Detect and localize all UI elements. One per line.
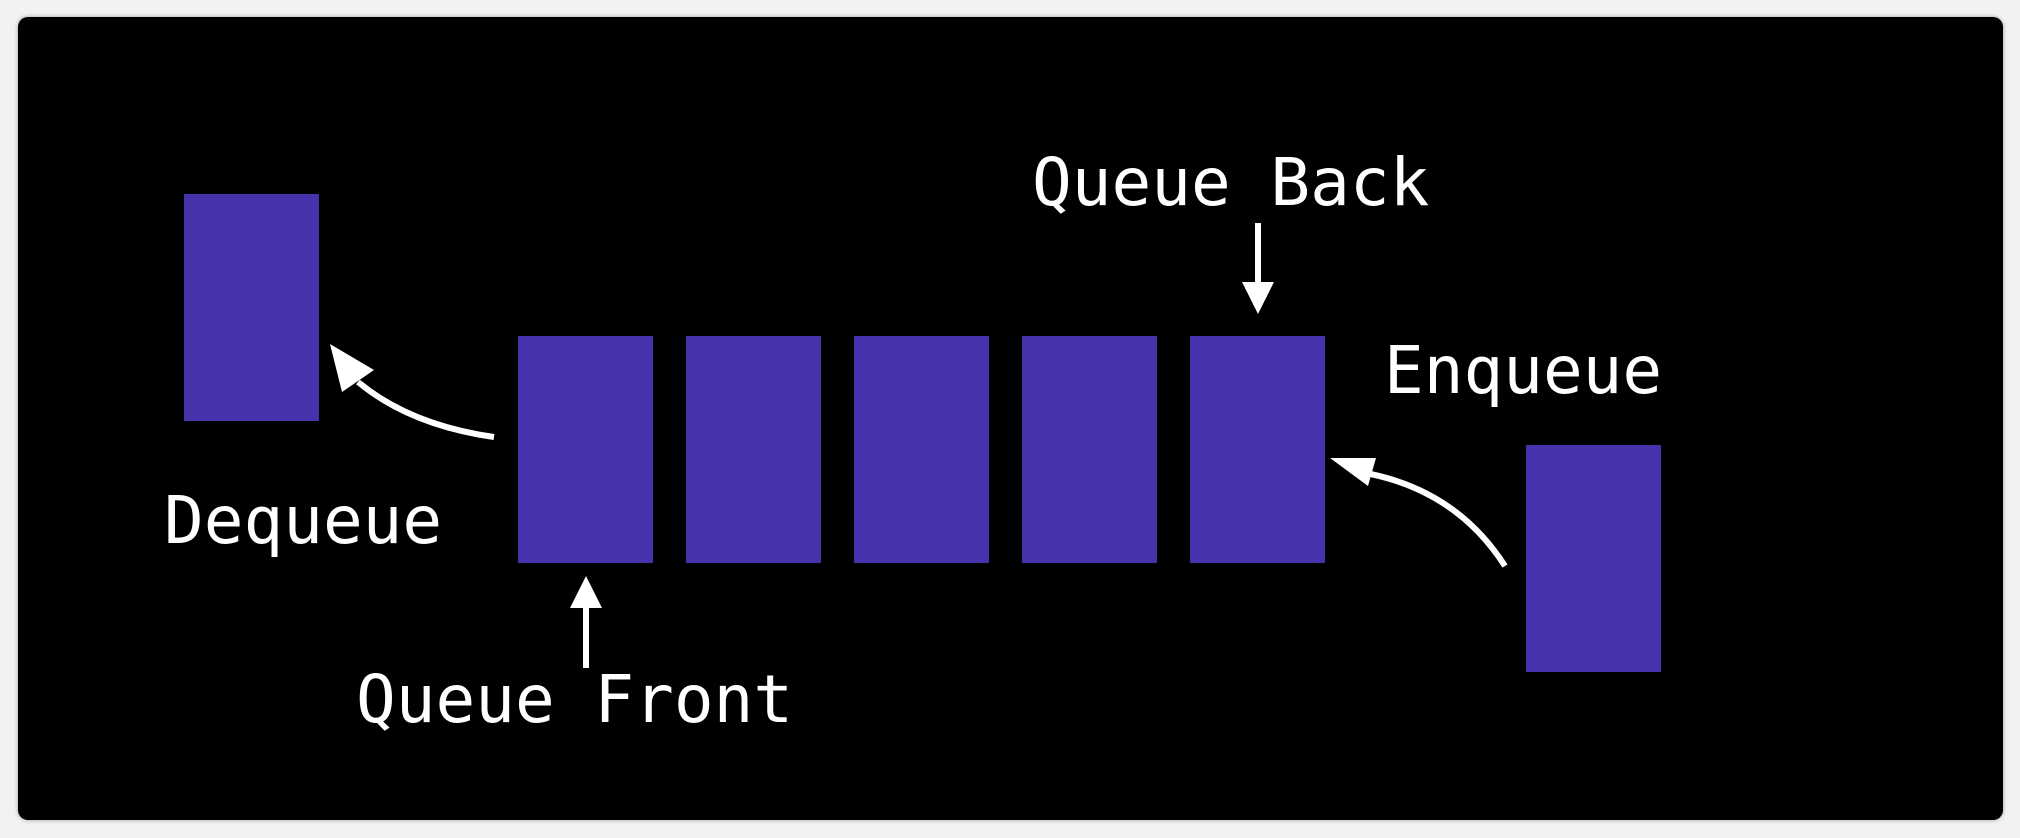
- queue-block: [686, 336, 821, 563]
- queue-block-front: [518, 336, 653, 563]
- dequeue-arrow-icon: [330, 344, 495, 440]
- diagram-canvas: Queue Back Enqueue Dequeue Queue Front: [18, 17, 2003, 820]
- enqueued-block: [1526, 445, 1661, 672]
- queue-block: [1022, 336, 1157, 563]
- queue-front-label: Queue Front: [356, 661, 794, 738]
- enqueue-label: Enqueue: [1384, 332, 1663, 409]
- enqueue-arrow-icon: [1330, 458, 1508, 568]
- dequeue-label: Dequeue: [164, 482, 443, 559]
- queue-back-label: Queue Back: [1032, 144, 1430, 221]
- queue-back-arrow-icon: [1242, 223, 1274, 314]
- queue-block-back: [1190, 336, 1325, 563]
- dequeued-block: [184, 194, 319, 421]
- queue-block: [854, 336, 989, 563]
- queue-front-arrow-icon: [570, 576, 602, 668]
